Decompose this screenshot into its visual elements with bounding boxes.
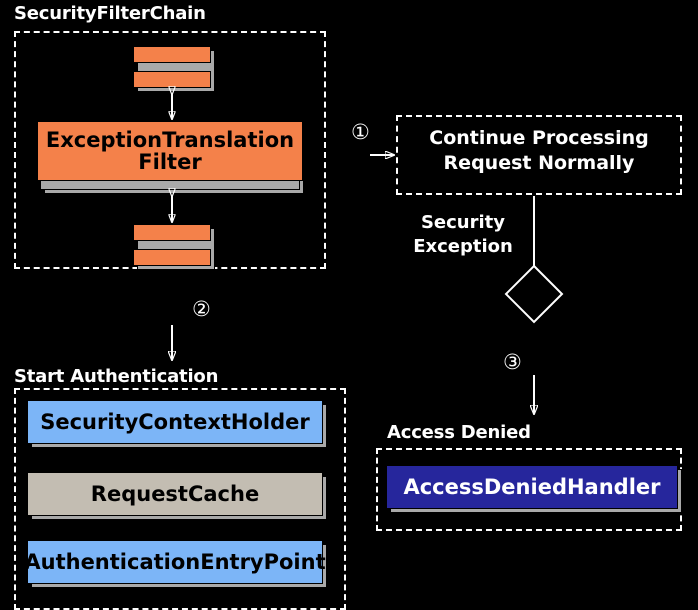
- group-security-filter-chain-title: SecurityFilterChain: [14, 3, 206, 24]
- continue-processing-line1: Continue Processing: [429, 127, 649, 149]
- filter-top-bar-lower: [133, 71, 211, 88]
- continue-processing-box: [396, 115, 682, 195]
- security-exception-line1: Security: [420, 212, 506, 233]
- authentication-entry-point-box: AuthenticationEntryPoint: [24, 540, 326, 584]
- exception-translation-filter-label-line2: Filter: [138, 150, 202, 174]
- access-denied-label: Access Denied: [387, 422, 531, 443]
- group-start-authentication: [14, 388, 346, 610]
- step-three-marker: ③: [503, 350, 522, 374]
- filter-bottom-bar-upper: [133, 224, 211, 241]
- filter-bottom-bar-lower: [133, 249, 211, 266]
- exception-translation-filter-label-line1: ExceptionTranslation: [45, 127, 295, 152]
- access-denied-handler-box: AccessDeniedHandler: [386, 465, 678, 509]
- filter-top-bar-upper: [133, 46, 211, 63]
- security-context-holder-label: SecurityContextHolder: [40, 409, 310, 434]
- security-context-holder-box: SecurityContextHolder: [27, 400, 323, 444]
- start-authentication-label: Start Authentication: [14, 366, 219, 387]
- request-cache-label: RequestCache: [90, 481, 260, 506]
- security-exception-line2: Exception: [413, 236, 513, 258]
- continue-processing-line2: Request Normally: [443, 151, 635, 174]
- exception-translation-filter-box: ExceptionTranslation Filter: [37, 121, 303, 181]
- authentication-entry-point-label: AuthenticationEntryPoint: [24, 549, 326, 574]
- step-two-marker: ②: [192, 297, 211, 321]
- continue-processing-label: Continue Processing Request Normally: [396, 126, 682, 175]
- step-one-marker: ①: [351, 120, 370, 144]
- security-exception-label: Security Exception: [400, 211, 526, 260]
- access-denied-handler-label: AccessDeniedHandler: [403, 474, 661, 499]
- request-cache-box: RequestCache: [27, 472, 323, 516]
